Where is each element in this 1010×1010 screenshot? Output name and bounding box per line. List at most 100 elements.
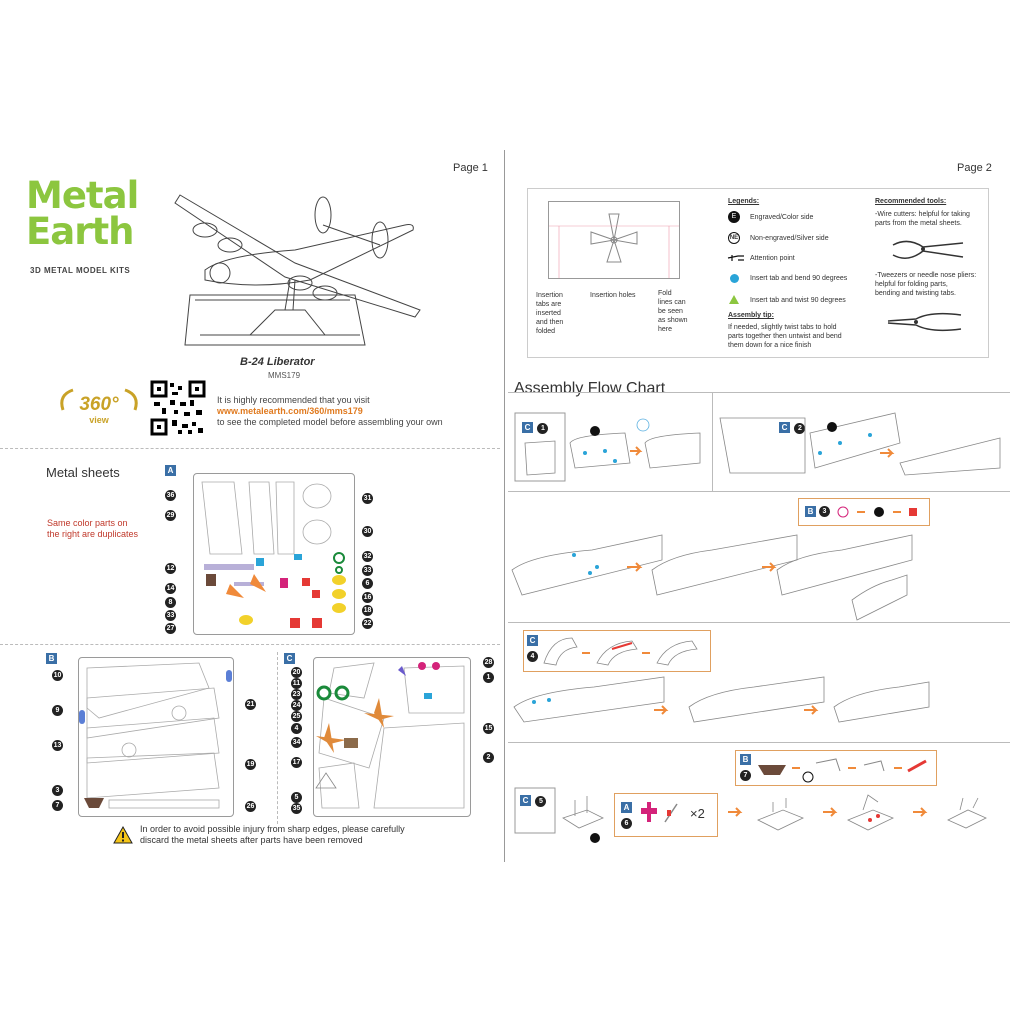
flow-chart-heading: Assembly Flow Chart bbox=[514, 380, 666, 397]
callout: 35 bbox=[291, 803, 302, 814]
360-view-badge[interactable]: 360° view bbox=[58, 388, 140, 428]
tweezers-text: -Tweezers or needle nose pliers: helpful… bbox=[875, 272, 977, 297]
step-sheet-tag: C bbox=[520, 795, 531, 806]
callout: 4 bbox=[291, 723, 302, 734]
green-triangle-icon bbox=[729, 295, 739, 304]
callout: 5 bbox=[291, 792, 302, 803]
recommend-line-3: to see the completed model before assemb… bbox=[217, 417, 443, 427]
callout: 21 bbox=[245, 699, 256, 710]
recommend-link[interactable]: www.metalearth.com/360/mms179 bbox=[217, 406, 363, 416]
laurel-icon bbox=[60, 388, 138, 411]
step-number: 3 bbox=[819, 506, 830, 517]
step-3-parts bbox=[837, 506, 917, 518]
blue-dot-icon bbox=[730, 274, 739, 283]
sheet-a-tag: A bbox=[165, 465, 176, 476]
engraved-icon: E bbox=[728, 211, 740, 223]
metal-sheets-heading: Metal sheets bbox=[46, 465, 120, 480]
step-7-callout: B 7 bbox=[735, 750, 937, 786]
legend-panel: Insertion tabs are inserted and then fol… bbox=[527, 188, 989, 358]
callout: 17 bbox=[291, 757, 302, 768]
callout: 29 bbox=[165, 510, 176, 521]
sheet-c-tag: C bbox=[284, 653, 295, 664]
callout: 22 bbox=[362, 618, 373, 629]
callout: 27 bbox=[165, 623, 176, 634]
step-number: 2 bbox=[794, 423, 806, 434]
sheets-divider bbox=[0, 644, 500, 645]
page-1-label: Page 1 bbox=[453, 162, 488, 174]
callout: 9 bbox=[52, 705, 63, 716]
sheet-b-parts bbox=[79, 662, 232, 809]
insertion-diagram bbox=[548, 201, 680, 279]
step-4-parts bbox=[543, 637, 698, 666]
step-number: 7 bbox=[740, 770, 751, 781]
brand-line-2: Earth bbox=[26, 210, 135, 253]
legend-text: Attention point bbox=[750, 255, 795, 262]
legend-text: Engraved/Color side bbox=[750, 214, 814, 221]
wire-cutters-text: -Wire cutters: helpful for taking parts … bbox=[875, 211, 970, 227]
qr-code-icon bbox=[150, 380, 206, 436]
callout: 24 bbox=[291, 700, 302, 711]
recommend-line-1: It is highly recommended that you visit bbox=[217, 395, 370, 405]
page-separator bbox=[504, 150, 505, 862]
non-engraved-icon: NE bbox=[728, 232, 740, 244]
warning-text: In order to avoid possible injury from s… bbox=[140, 824, 405, 846]
step-1-badge: C 1 bbox=[522, 417, 549, 435]
callout: 25 bbox=[291, 711, 302, 722]
brand-line-1: Metal bbox=[26, 174, 139, 217]
flow-divider bbox=[508, 742, 1010, 743]
step-7-parts bbox=[758, 758, 927, 783]
sheet-a-parts bbox=[201, 481, 346, 628]
sheet-c bbox=[313, 657, 471, 817]
assembly-tip-heading: Assembly tip: bbox=[728, 312, 774, 319]
wire-cutters-icon bbox=[892, 240, 964, 259]
flow-divider bbox=[712, 392, 713, 491]
step-5-badge: C 5 bbox=[520, 790, 547, 808]
hand-icon bbox=[727, 255, 744, 261]
recommend-text: It is highly recommended that you visit … bbox=[217, 395, 443, 428]
callout: 13 bbox=[52, 740, 63, 751]
360-word: view bbox=[89, 415, 109, 425]
model-name: B-24 Liberator bbox=[240, 356, 315, 368]
brand-tagline: 3D METAL MODEL KITS bbox=[30, 266, 131, 275]
sheet-c-parts bbox=[315, 662, 465, 809]
fold-lines-label: Fold lines can be seen as shown here bbox=[658, 290, 688, 333]
model-code: MMS179 bbox=[268, 371, 301, 380]
warning-line-1: In order to avoid possible injury from s… bbox=[140, 824, 405, 834]
sheets-vertical-divider bbox=[277, 652, 278, 824]
callout: 3 bbox=[52, 785, 63, 796]
callout: 23 bbox=[291, 689, 302, 700]
callout: 33 bbox=[362, 565, 373, 576]
step-4-illustration bbox=[513, 676, 930, 723]
sheet-b bbox=[78, 657, 234, 817]
legend-text: Insert tab and bend 90 degrees bbox=[750, 275, 848, 282]
step-number: 5 bbox=[535, 796, 547, 807]
qr-code[interactable] bbox=[150, 380, 206, 436]
duplicates-note-line-2: the right are duplicates bbox=[47, 529, 139, 539]
step-sheet-tag: C bbox=[527, 635, 538, 646]
callout: 8 bbox=[165, 597, 176, 608]
step-sheet-tag: A bbox=[621, 802, 632, 813]
tools-heading: Recommended tools: bbox=[875, 198, 947, 205]
callout: 6 bbox=[362, 578, 373, 589]
pliers-icon bbox=[887, 312, 962, 332]
flow-divider bbox=[508, 622, 1010, 623]
step-3-illustration bbox=[511, 534, 913, 621]
page-1-divider bbox=[0, 448, 500, 449]
step-sheet-tag: B bbox=[740, 754, 751, 765]
flow-divider bbox=[508, 491, 1010, 492]
step-2-badge: C 2 bbox=[779, 417, 806, 435]
callout: 32 bbox=[362, 551, 373, 562]
callout: 11 bbox=[291, 678, 302, 689]
step-3-callout: B 3 bbox=[798, 498, 930, 526]
callout: 20 bbox=[291, 667, 302, 678]
sheet-b-tag: B bbox=[46, 653, 57, 664]
step-sheet-tag: C bbox=[522, 422, 533, 433]
callout: 14 bbox=[165, 583, 176, 594]
legend-text: Non-engraved/Silver side bbox=[750, 235, 829, 242]
step-sheet-tag: C bbox=[779, 422, 790, 433]
step-6-parts bbox=[641, 802, 678, 823]
callout: 18 bbox=[362, 605, 373, 616]
duplicates-note-line-1: Same color parts on bbox=[47, 518, 128, 528]
warning-line-2: discard the metal sheets after parts hav… bbox=[140, 835, 363, 845]
callout: 36 bbox=[165, 490, 176, 501]
